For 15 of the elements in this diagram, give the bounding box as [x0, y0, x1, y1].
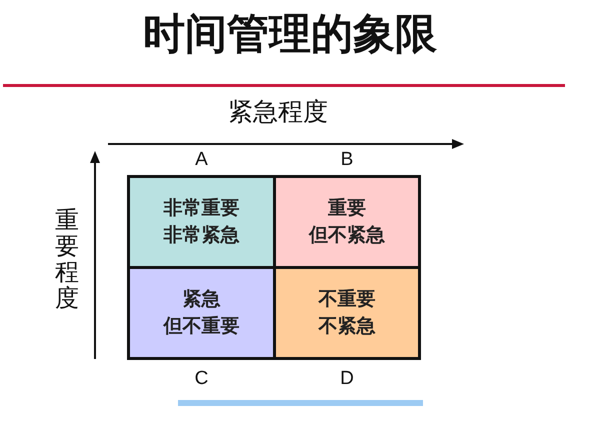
quadrant [127, 266, 276, 360]
axis-label: 重要程度 [54, 207, 80, 311]
quadrant [127, 175, 276, 269]
quadrant-text: 重要但不紧急 [309, 196, 385, 248]
quadrant [273, 175, 421, 269]
quadrant [273, 266, 421, 360]
quadrant-letter: D [340, 368, 354, 390]
title: 时间管理的象限 [143, 8, 437, 60]
quadrant-letter: C [194, 368, 208, 390]
quadrant-text: 紧急但不重要 [164, 287, 240, 339]
quadrant-text: 非常重要非常紧急 [164, 196, 240, 248]
quadrant-letter: A [195, 149, 208, 171]
quadrant-letter: B [340, 149, 354, 171]
quadrant-text: 不重要不紧急 [318, 287, 376, 339]
axis-label: 紧急程度 [228, 97, 328, 127]
